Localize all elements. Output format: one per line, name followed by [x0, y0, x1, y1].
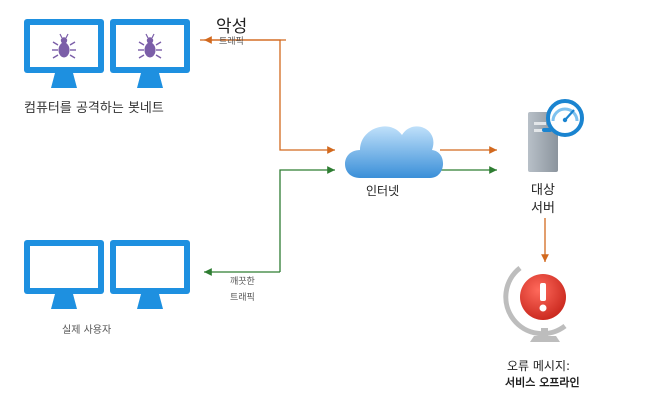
monitor-stand: [51, 294, 77, 309]
clean-traffic-line2: 트래픽: [230, 292, 255, 303]
bug-icon: [52, 33, 76, 59]
bug-icon: [138, 33, 162, 59]
monitor-stand: [51, 73, 77, 88]
bot-monitor-1: [24, 19, 104, 88]
clean-traffic-line1: 깨끗한: [230, 275, 255, 287]
server-gauge-icon: [528, 99, 584, 172]
monitor-screen: [116, 246, 184, 288]
real-users-label: 실제 사용자: [62, 324, 111, 336]
target-server-line1: 대상: [531, 183, 555, 198]
globe-base: [530, 336, 560, 342]
cloud-icon: [345, 126, 444, 178]
monitor-stand: [137, 294, 163, 309]
exclamation-bar: [540, 283, 546, 301]
user-monitor-1: [24, 240, 104, 309]
user-monitor-2: [110, 240, 190, 309]
exclamation-dot: [539, 304, 547, 312]
error-message-line1: 오류 메시지:: [507, 359, 570, 373]
globe-stand-arc: [503, 266, 567, 337]
clean-traffic-arrow: [279, 166, 335, 272]
malicious-traffic-title: 악성: [216, 17, 247, 37]
error-globe-icon: [503, 266, 567, 342]
monitor-stand: [137, 73, 163, 88]
malicious-traffic-arrow: [200, 39, 335, 154]
target-server-line2: 서버: [531, 201, 555, 216]
botnet-label: 컴퓨터를 공격하는 봇네트: [24, 101, 164, 116]
error-message-line2: 서비스 오프라인: [505, 375, 580, 389]
monitor-screen: [30, 246, 98, 288]
malicious-traffic-sub: 트래픽: [219, 36, 244, 47]
gauge-needle: [564, 109, 575, 121]
bot-monitor-2: [110, 19, 190, 88]
internet-label: 인터넷: [366, 184, 399, 198]
